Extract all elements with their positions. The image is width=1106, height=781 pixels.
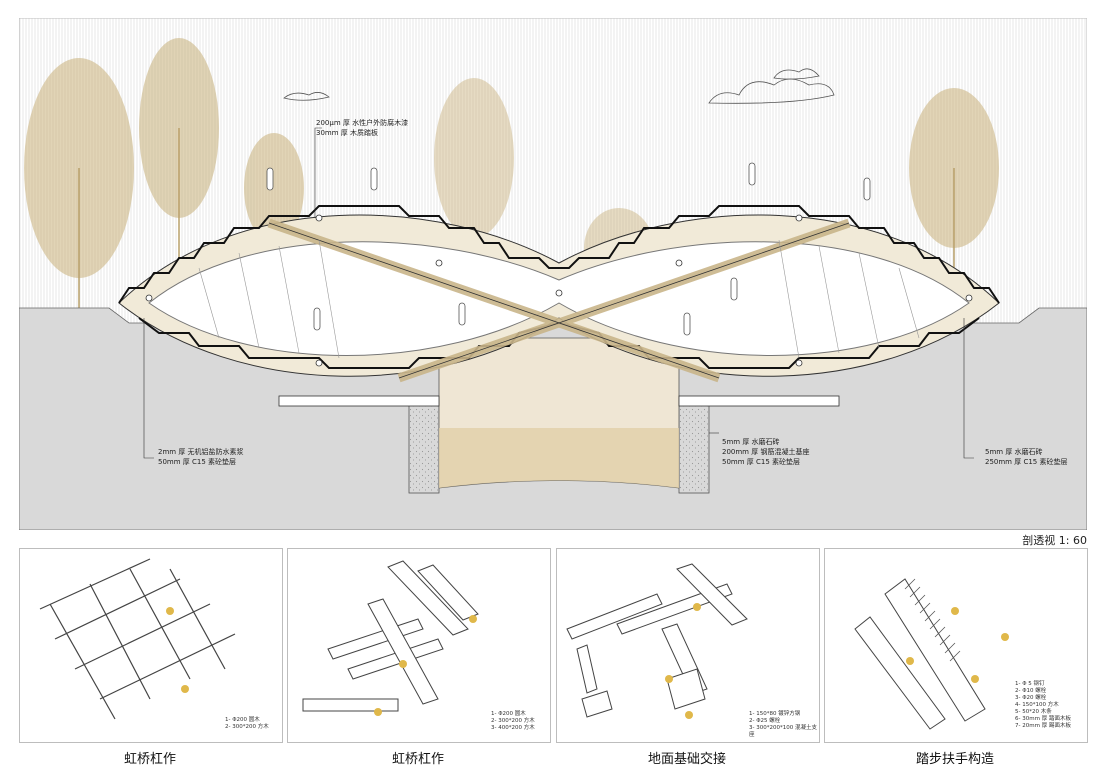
legend-item: 3- 400*200 方木 — [491, 725, 535, 731]
legend-item: 1- Φ200 圆木 — [491, 711, 526, 717]
section-perspective-drawing — [19, 18, 1087, 530]
detail-drawing-2 — [302, 560, 479, 716]
annotation-line: 5mm 厚 水磨石砖 — [985, 448, 1043, 456]
detail-title-4: 踏步扶手构造 — [915, 752, 994, 767]
annotation-line: 50mm 厚 C15 素砼垫层 — [158, 458, 237, 466]
annotation-line: 200mm 厚 钢筋混凝土基座 — [722, 448, 810, 456]
legend-item: 3- Φ20 螺栓 — [1015, 695, 1047, 701]
cloud-right — [708, 78, 835, 104]
detail-title-1: 虹桥杠作 — [123, 752, 176, 767]
annotation-line: 30mm 厚 木质踏板 — [316, 129, 378, 137]
annotation-line: 200μm 厚 水性户外防腐木漆 — [316, 119, 409, 127]
detail-drawing-1 — [39, 558, 236, 720]
pier-left — [278, 395, 440, 407]
legend-item: 1- 150*80 镀锌方钢 — [749, 711, 801, 717]
annotation-line: 50mm 厚 C15 素砼垫层 — [722, 458, 801, 466]
detail-panel-2: 1- Φ200 圆木 2- 300*200 方木 3- 400*200 方木 — [287, 548, 551, 743]
detail-drawing-3 — [566, 563, 748, 719]
annotation-right: 5mm 厚 水磨石砖 250mm 厚 C15 素砼垫层 — [985, 447, 1067, 467]
cloud-upper — [773, 68, 820, 80]
annotation-line: 5mm 厚 水磨石砖 — [722, 438, 780, 446]
legend-item: 2- Φ10 螺栓 — [1015, 688, 1047, 694]
legend-item: 6- 30mm 厚 踏面木板 — [1015, 716, 1071, 722]
bridge-ribs — [198, 239, 920, 359]
detail-title-2: 虹桥杠作 — [391, 752, 444, 767]
legend-item: 2- Φ25 螺栓 — [749, 718, 781, 724]
detail-panel-3: 1- 150*80 镀锌方钢 2- Φ25 螺栓 3- 300*200*100 … — [556, 548, 820, 743]
detail-title-3: 地面基础交接 — [647, 752, 726, 767]
legend-item: 1- Φ 5 钢钉 — [1015, 681, 1045, 687]
legend-item: 2- 300*200 方木 — [225, 724, 269, 730]
legend-item: 4- 150*100 方木 — [1015, 702, 1059, 708]
section-scale-label: 剖透视 1: 60 — [1022, 534, 1087, 547]
annotation-line: 250mm 厚 C15 素砼垫层 — [985, 458, 1068, 466]
joint-markers — [145, 214, 973, 367]
detail-legend-1: 1- Φ200 圆木 2- 300*200 方木 — [225, 717, 269, 731]
detail-legend-3: 1- 150*80 镀锌方钢 2- Φ25 螺栓 3- 300*200*100 … — [749, 711, 819, 739]
detail-drawing-4 — [854, 578, 1009, 730]
detail-legend-2: 1- Φ200 圆木 2- 300*200 方木 3- 400*200 方木 — [491, 711, 535, 732]
annotation-center: 5mm 厚 水磨石砖 200mm 厚 钢筋混凝土基座 50mm 厚 C15 素砼… — [722, 437, 809, 467]
legend-item: 2- 300*200 方木 — [491, 718, 535, 724]
legend-item: 1- Φ200 圆木 — [225, 717, 260, 723]
pier-right — [678, 395, 840, 407]
legend-item: 7- 20mm 厚 踢面木板 — [1015, 723, 1071, 729]
annotation-left: 2mm 厚 无机铝盐防水素浆 50mm 厚 C15 素砼垫层 — [158, 447, 244, 467]
foundation-left — [408, 402, 440, 494]
bridge-steps-top — [118, 205, 1000, 304]
cloud-small — [283, 92, 330, 101]
legend-item: 3- 300*200*100 混凝土支座 — [749, 725, 817, 738]
detail-panel-1: 1- Φ200 圆木 2- 300*200 方木 — [19, 548, 283, 743]
detail-panel-4: 1- Φ 5 钢钉 2- Φ10 螺栓 3- Φ20 螺栓 4- 150*100… — [824, 548, 1088, 743]
foundation-right — [678, 402, 710, 494]
annotation-top: 200μm 厚 水性户外防腐木漆 30mm 厚 木质踏板 — [316, 118, 408, 138]
annotation-line: 2mm 厚 无机铝盐防水素浆 — [158, 448, 244, 456]
legend-item: 5- 50*20 木条 — [1015, 709, 1052, 715]
people — [266, 162, 871, 336]
detail-legend-4: 1- Φ 5 钢钉 2- Φ10 螺栓 3- Φ20 螺栓 4- 150*100… — [1015, 681, 1071, 730]
